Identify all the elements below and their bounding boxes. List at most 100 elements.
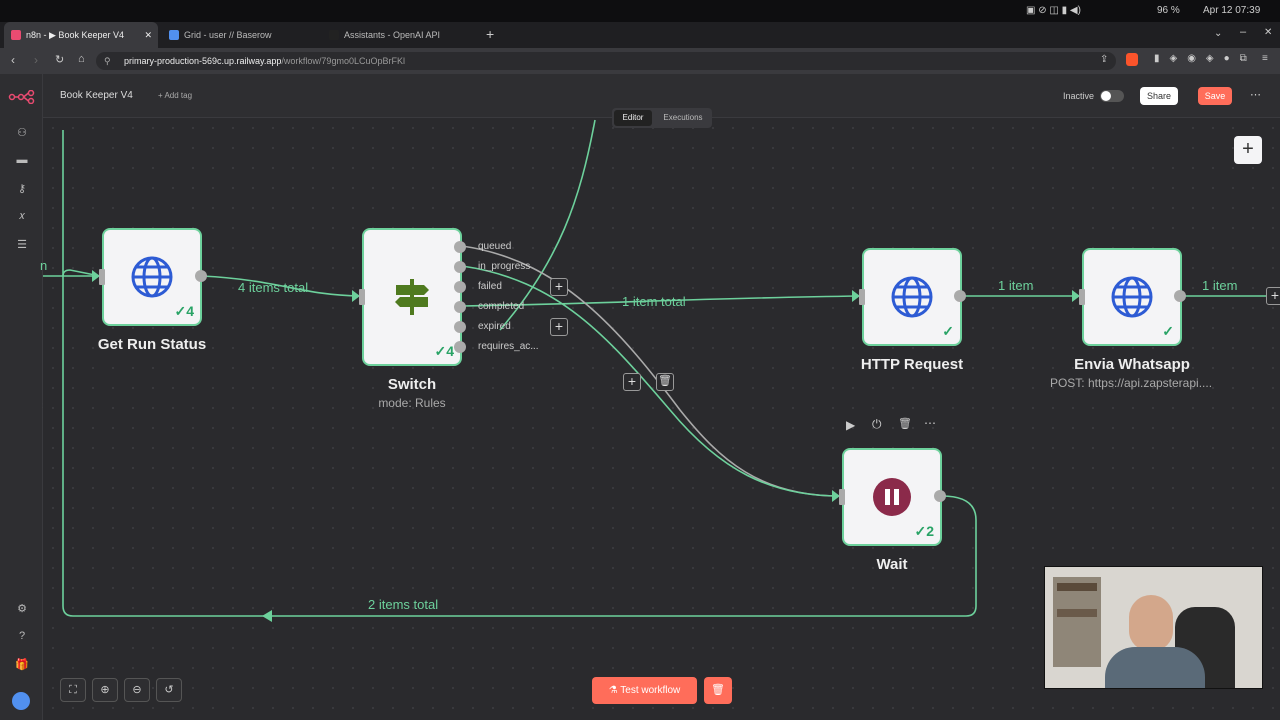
clear-execution-trash-icon[interactable]: 🗑 — [704, 677, 732, 704]
url-field[interactable]: ⚲ primary-production-569c.up.railway.app… — [96, 52, 1116, 70]
more-options-icon[interactable]: ⋯ — [1250, 89, 1261, 101]
tab-openai[interactable]: Assistants - OpenAI API — [322, 22, 482, 48]
share-button[interactable]: Share — [1140, 87, 1178, 105]
arrow-loop — [262, 610, 272, 622]
browser-menu-icon[interactable]: ≡ — [1262, 53, 1268, 64]
tab-bar: n8n - ▶ Book Keeper V4 ✕ Grid - user // … — [0, 22, 1280, 48]
zoom-in-button[interactable]: ⊕ — [92, 678, 118, 702]
output-port-requires-action[interactable] — [454, 341, 466, 353]
node-subtitle: mode: Rules — [378, 396, 446, 410]
site-settings-icon[interactable]: ⚲ — [104, 56, 111, 66]
whats-new-icon[interactable]: 🎁 — [15, 659, 29, 671]
arrow-http-in — [852, 290, 860, 302]
output-label: failed — [478, 281, 502, 292]
output-port-queued[interactable] — [454, 241, 466, 253]
close-icon[interactable]: ✕ — [144, 30, 152, 40]
editor-tab[interactable]: Editor — [614, 110, 652, 126]
node-wait[interactable]: ✓2 — [842, 448, 942, 546]
add-tag-link[interactable]: + Add tag — [158, 91, 193, 100]
home-icon[interactable]: ⌂ — [78, 53, 85, 65]
add-node-failed-button[interactable]: + — [550, 278, 568, 296]
input-port[interactable] — [359, 289, 365, 305]
node-envia-whatsapp[interactable]: ✓ — [1082, 248, 1182, 346]
execute-node-play-icon[interactable]: ▶ — [846, 418, 856, 432]
reload-icon[interactable]: ↻ — [55, 54, 65, 66]
sidebar: ⚇ ▬ ⚷ 𝑥 ☰ › ⚙ ? 🎁 — [0, 74, 46, 720]
save-button[interactable]: Save — [1198, 87, 1232, 105]
executions-tab[interactable]: Executions — [663, 113, 703, 122]
zoom-to-fit-button[interactable]: ⛶ — [60, 678, 86, 702]
connection-add-button[interactable]: + — [623, 373, 641, 391]
tab-baserow[interactable]: Grid - user // Baserow — [162, 22, 322, 48]
output-port-completed[interactable] — [454, 301, 466, 313]
workflow-name[interactable]: Book Keeper V4 — [60, 90, 133, 101]
tab-label: Assistants - OpenAI API — [344, 30, 441, 40]
pause-icon — [873, 478, 911, 516]
back-icon[interactable]: ‹ — [11, 53, 15, 67]
tab-n8n[interactable]: n8n - ▶ Book Keeper V4 ✕ — [4, 22, 158, 48]
share-page-icon[interactable]: ⇪ — [1100, 54, 1109, 65]
credentials-icon[interactable]: ⚷ — [17, 183, 27, 195]
arrow-status-in — [92, 270, 100, 282]
output-label: queued — [478, 241, 512, 252]
n8n-logo-icon[interactable] — [8, 89, 36, 105]
window-close-icon[interactable]: ✕ — [1264, 27, 1273, 38]
shelf-books — [1057, 609, 1097, 617]
minimize-icon[interactable]: – — [1240, 26, 1247, 38]
globe-icon — [891, 276, 933, 318]
add-node-button[interactable]: + — [1234, 136, 1262, 164]
output-port[interactable] — [954, 290, 966, 302]
output-port[interactable] — [1174, 290, 1186, 302]
add-node-end-button[interactable]: + — [1266, 287, 1280, 305]
view-switcher: Editor Executions — [612, 108, 712, 128]
executions-icon[interactable]: ☰ — [17, 239, 27, 251]
node-more-icon[interactable]: ⋯ — [924, 416, 936, 430]
forward-icon[interactable]: › — [34, 53, 38, 67]
test-workflow-button[interactable]: ⚗ Test workflow — [592, 677, 697, 704]
node-get-run-status[interactable]: ✓4 — [102, 228, 202, 326]
output-port[interactable] — [195, 270, 207, 282]
extension-icons[interactable]: ▮◈◉◈●⧉ — [1154, 53, 1257, 64]
active-toggle[interactable] — [1100, 90, 1124, 102]
delete-node-trash-icon[interactable]: 🗑 — [898, 418, 912, 430]
brave-shield-icon[interactable] — [1126, 53, 1138, 66]
variables-icon[interactable]: 𝑥 — [18, 210, 26, 222]
deactivate-power-icon[interactable]: ⏻ — [872, 417, 882, 431]
connection-delete-icon[interactable]: 🗑 — [656, 373, 674, 391]
arrow-switch-in — [352, 290, 360, 302]
settings-icon[interactable]: ⚙ — [17, 603, 27, 615]
connection-wait-loop — [275, 495, 977, 617]
webcam-overlay — [1044, 566, 1263, 689]
input-port[interactable] — [99, 269, 105, 285]
arrow-wait-in — [832, 490, 840, 502]
shelf-books — [1057, 583, 1097, 591]
help-icon[interactable]: ? — [18, 630, 26, 642]
node-switch[interactable]: ✓4 — [362, 228, 462, 366]
add-node-expired-button[interactable]: + — [550, 318, 568, 336]
system-bar: ▣ ⊘ ◫ ▮ ◀) 96 % Apr 12 07:39 — [0, 0, 1280, 22]
reset-zoom-button[interactable]: ↺ — [156, 678, 182, 702]
edge-label-http-whatsapp: 1 item — [998, 278, 1034, 293]
output-port-failed[interactable] — [454, 281, 466, 293]
connection-top-line — [499, 119, 596, 331]
run-count: 2 — [926, 523, 934, 539]
avatar[interactable] — [12, 692, 30, 710]
edge-label-left: n — [40, 258, 48, 273]
node-title: HTTP Request — [860, 356, 964, 373]
zoom-out-button[interactable]: ⊖ — [124, 678, 150, 702]
tab-list-chevron-icon[interactable]: ⌄ — [1214, 28, 1223, 39]
grid-icon — [169, 30, 179, 40]
input-port[interactable] — [1079, 289, 1085, 305]
output-port[interactable] — [934, 490, 946, 502]
new-tab-button[interactable]: + — [486, 26, 495, 42]
edge-label-status-switch: 4 items total — [238, 280, 309, 295]
input-port[interactable] — [859, 289, 865, 305]
url-path: /workflow/79gmo0LCuOpBrFKl — [281, 56, 405, 66]
output-port-in-progress[interactable] — [454, 261, 466, 273]
templates-icon[interactable]: ▬ — [16, 154, 28, 166]
input-port[interactable] — [839, 489, 845, 505]
workflows-icon[interactable]: ⚇ — [17, 127, 27, 139]
output-port-expired[interactable] — [454, 321, 466, 333]
clock: Apr 12 07:39 — [1203, 5, 1261, 16]
node-http-request[interactable]: ✓ — [862, 248, 962, 346]
